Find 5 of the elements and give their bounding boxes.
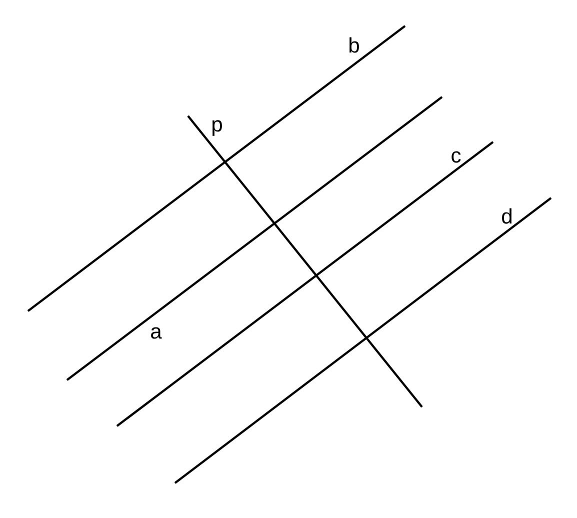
line-label: p (212, 120, 222, 136)
line-label: a (151, 327, 162, 339)
line-label: c (452, 151, 461, 163)
line-label: d (502, 208, 512, 224)
line-label: b (350, 37, 359, 53)
